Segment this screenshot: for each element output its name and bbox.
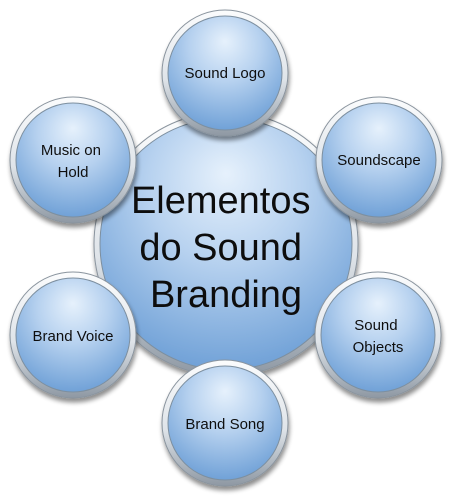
center-title-line-1: Elementos [131, 180, 311, 222]
node-sound-objects-label-1: Sound [354, 317, 397, 334]
node-brand-voice-label: Brand Voice [33, 328, 114, 345]
center-title-line-2: do Sound [139, 227, 302, 269]
node-sound-logo-label: Sound Logo [185, 65, 266, 82]
node-music-on-hold-label-2: Hold [58, 164, 89, 181]
node-sound-objects-label-2: Objects [353, 339, 404, 356]
node-music-on-hold: Music on Hold [9, 96, 137, 224]
center-node: Elementos do Sound Branding [93, 111, 359, 377]
node-brand-song-label: Brand Song [185, 416, 264, 433]
node-soundscape: Soundscape [315, 96, 443, 224]
svg-text:Sound Logo: Sound Logo [185, 65, 266, 82]
node-sound-logo: Sound Logo [161, 9, 289, 137]
svg-text:Music on Hold: Music on Hold [41, 142, 105, 181]
center-title-line-3: Branding [150, 274, 302, 316]
svg-text:Brand Voice: Brand Voice [33, 328, 114, 345]
node-sound-objects: Sound Objects [314, 271, 442, 399]
svg-text:Sound Objects: Sound Objects [353, 317, 404, 356]
svg-text:Soundscape: Soundscape [337, 152, 420, 169]
svg-text:Brand Song: Brand Song [185, 416, 264, 433]
node-music-on-hold-label-1: Music on [41, 142, 101, 159]
node-soundscape-label: Soundscape [337, 152, 420, 169]
node-brand-voice: Brand Voice [9, 271, 137, 399]
node-brand-song: Brand Song [161, 359, 289, 487]
svg-text:Elementos do Sound: Elementos do Sound Branding [131, 180, 321, 316]
